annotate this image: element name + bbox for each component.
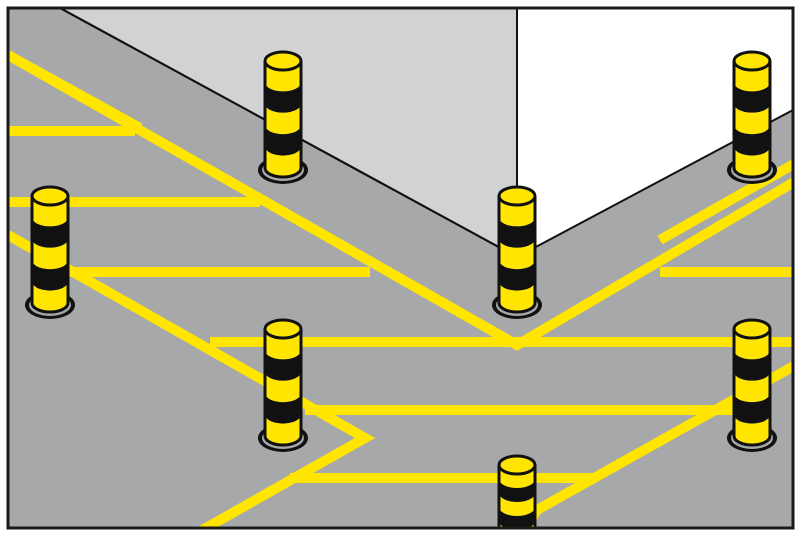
bollard-band-black — [734, 82, 770, 113]
bollard-cap — [30, 185, 70, 207]
bollard-band-yellow — [265, 414, 301, 445]
bollard-cap — [263, 50, 303, 72]
bollard-cap — [497, 454, 537, 476]
bollard-band-yellow — [734, 61, 770, 92]
bollard — [258, 318, 308, 452]
bollard-outline — [732, 329, 772, 447]
bollard — [727, 50, 777, 184]
marking-diagonal-lower-right — [519, 360, 793, 528]
bollard — [25, 185, 75, 319]
bollard-band-yellow — [32, 238, 68, 270]
bollard-band-yellow — [499, 238, 535, 270]
bollard-band-yellow — [734, 103, 770, 135]
bollard-band-black — [499, 479, 535, 502]
bollard-cap — [497, 185, 537, 207]
bollard-cap — [732, 318, 772, 340]
bollard-band-yellow — [32, 196, 68, 227]
bollard-band-black — [265, 82, 301, 113]
bollard-band-black — [265, 125, 301, 156]
bollard — [727, 318, 777, 452]
bollard-band-black — [499, 260, 535, 291]
bollard-band-black — [265, 350, 301, 381]
bollard-band-yellow — [499, 465, 535, 488]
bollard-outline — [497, 196, 537, 314]
bollard-band-black — [499, 507, 535, 528]
bollard-band-yellow — [499, 281, 535, 312]
wall-right — [516, 8, 793, 258]
bollard-band-yellow — [265, 61, 301, 92]
bollard-outline — [30, 196, 70, 314]
bollard-band-black — [734, 125, 770, 156]
marking-diagonal-upper — [8, 50, 143, 133]
bollard-band-yellow — [734, 329, 770, 360]
bollard-band-yellow — [734, 414, 770, 445]
bollard-band-yellow — [32, 281, 68, 312]
marking-chevron-lower — [8, 230, 376, 528]
bollard-outline — [263, 329, 303, 447]
bollard — [258, 50, 308, 184]
bollard-outline — [732, 61, 772, 179]
bollard-cap — [263, 318, 303, 340]
bollard-band-black — [734, 350, 770, 381]
bollard — [492, 185, 542, 319]
bollard-band-yellow — [734, 146, 770, 177]
bollards — [25, 50, 777, 528]
bollard-band-yellow — [265, 103, 301, 135]
bollard-band-black — [734, 393, 770, 424]
bollard-cap — [732, 50, 772, 72]
frame-border — [6, 6, 795, 530]
bollard-band-yellow — [499, 493, 535, 516]
bollard-outline — [263, 61, 303, 179]
marking-diagonal — [657, 158, 793, 245]
bollard-band-black — [32, 217, 68, 248]
bollard — [497, 454, 537, 528]
bollard-band-yellow — [499, 196, 535, 227]
bollard-band-yellow — [265, 329, 301, 360]
bollard-band-black — [265, 393, 301, 424]
bollard-band-black — [32, 260, 68, 291]
bollard-band-yellow — [734, 371, 770, 403]
bollard-band-yellow — [265, 371, 301, 403]
bollard-band-black — [499, 217, 535, 248]
bollard-band-yellow — [265, 146, 301, 177]
